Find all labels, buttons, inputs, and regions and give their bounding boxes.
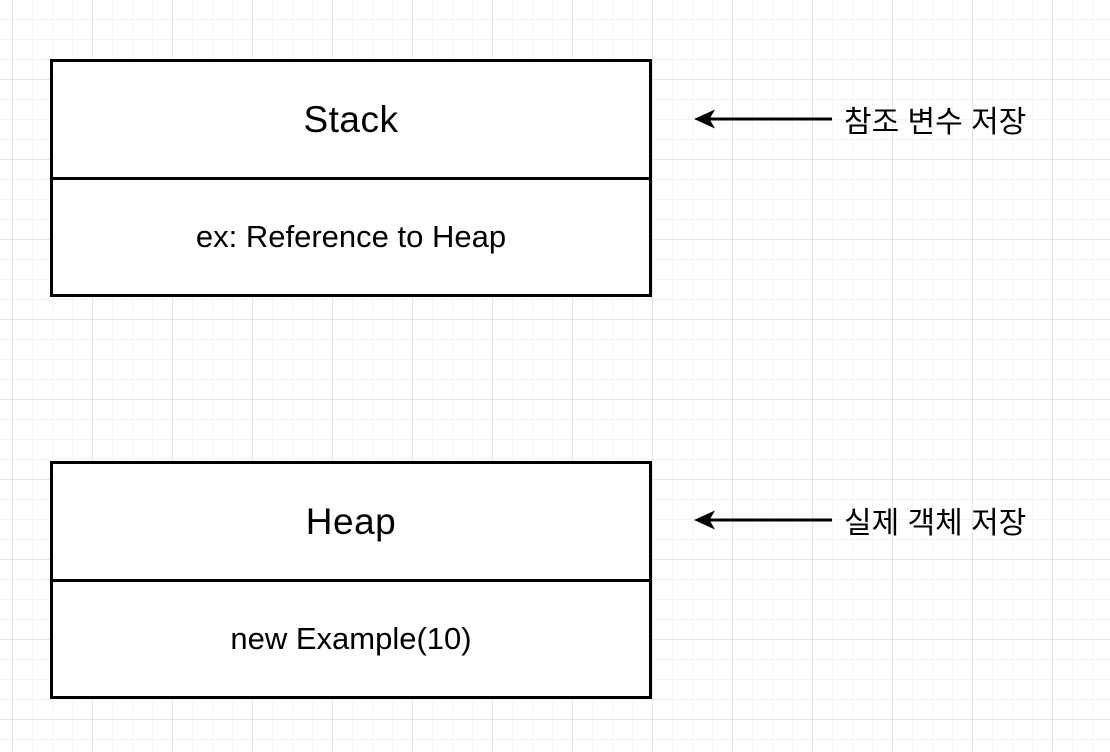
heap-node-title: Heap <box>53 464 649 582</box>
heap-annotation-label: 실제 객체 저장 <box>844 507 1027 540</box>
arrow-left-icon <box>694 109 832 129</box>
stack-node: Stack ex: Reference to Heap <box>50 59 652 297</box>
stack-node-title: Stack <box>53 62 649 180</box>
stack-annotation-label: 참조 변수 저장 <box>844 106 1027 139</box>
heap-annotation: 실제 객체 저장 <box>694 499 1026 541</box>
heap-node: Heap new Example(10) <box>50 461 652 699</box>
stack-annotation: 참조 변수 저장 <box>694 98 1026 140</box>
heap-node-body: new Example(10) <box>230 621 472 656</box>
stack-node-body: ex: Reference to Heap <box>195 219 507 254</box>
arrow-left-icon <box>694 510 832 530</box>
